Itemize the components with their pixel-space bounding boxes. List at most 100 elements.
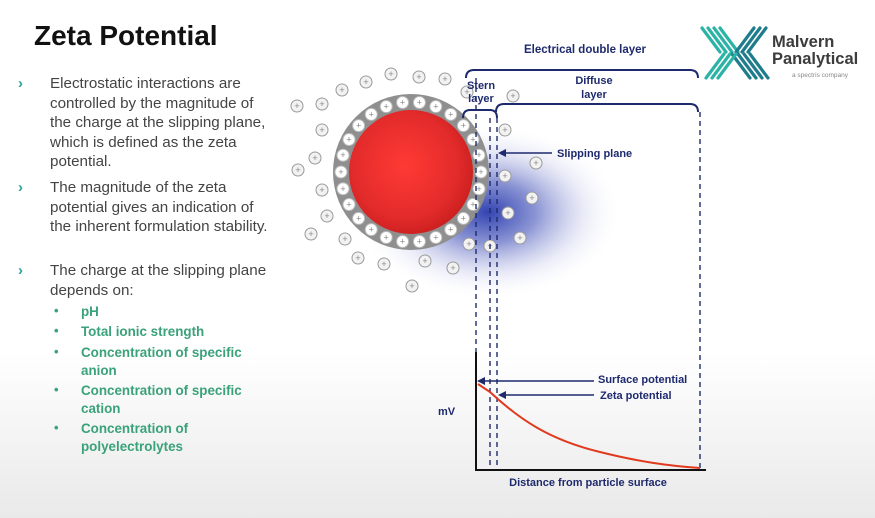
factor-dot-icon: •	[54, 303, 59, 318]
svg-text:+: +	[417, 98, 422, 108]
ion-icon: +	[405, 279, 419, 293]
factor-dot-icon: •	[54, 344, 59, 359]
logo-wordmark: Malvern Panalytical	[772, 34, 858, 68]
diffuse-layer-ions: + + + + + + + + + + + + + + + + + + + + + + + + + + + + +	[290, 67, 543, 293]
svg-text:+: +	[529, 193, 534, 203]
svg-text:+: +	[400, 98, 405, 108]
svg-text:+: +	[533, 158, 538, 168]
surface-arrowhead-icon	[477, 377, 485, 385]
svg-text:+: +	[363, 77, 368, 87]
svg-text:+: +	[470, 200, 475, 210]
logo-line-2: Panalytical	[772, 50, 859, 68]
svg-text:+: +	[381, 259, 386, 269]
svg-text:+: +	[461, 121, 466, 131]
bullet-text: Electrostatic interactions are controlle…	[50, 75, 266, 170]
svg-text:+: +	[356, 121, 361, 131]
svg-text:+: +	[464, 87, 469, 97]
svg-text:+: +	[384, 102, 389, 112]
y-axis-label: mV	[438, 406, 456, 418]
ion-icon: +	[364, 223, 378, 237]
factor-text: Concentration of polyelectrolytes	[81, 421, 189, 454]
ion-icon: +	[456, 119, 470, 133]
svg-text:+: +	[466, 239, 471, 249]
diffuse-layer-label-1: Diffuse	[575, 75, 612, 87]
svg-text:+: +	[319, 99, 324, 109]
svg-text:+: +	[461, 213, 466, 223]
svg-text:+: +	[442, 74, 447, 84]
svg-text:+: +	[338, 167, 343, 177]
svg-text:+: +	[294, 101, 299, 111]
svg-text:+: +	[517, 233, 522, 243]
ion-icon: +	[501, 206, 515, 220]
svg-text:+: +	[355, 253, 360, 263]
ion-icon: +	[379, 230, 393, 244]
svg-text:+: +	[416, 72, 421, 82]
svg-text:+: +	[502, 125, 507, 135]
ion-icon: +	[456, 211, 470, 225]
ion-icon: +	[513, 231, 527, 245]
factor-polyelectrolytes: • Concentration of polyelectrolytes	[54, 420, 269, 455]
slide-title: Zeta Potential	[34, 20, 218, 51]
zeta-potential-label: Zeta potential	[600, 390, 672, 402]
ion-icon: +	[336, 182, 350, 196]
ion-icon: +	[338, 232, 352, 246]
company-logo: Malvern Panalytical a spectris company	[700, 26, 870, 82]
svg-text:+: +	[369, 109, 374, 119]
bullet-stability: › The magnitude of the zeta potential gi…	[18, 178, 268, 237]
factor-dot-icon: •	[54, 382, 59, 397]
factor-text: Concentration of specific cation	[81, 383, 242, 416]
ion-icon: +	[396, 234, 410, 248]
ion-icon: +	[379, 100, 393, 114]
ion-icon: +	[291, 163, 305, 177]
svg-text:+: +	[356, 213, 361, 223]
stern-layer-brace	[462, 109, 498, 119]
svg-text:+: +	[312, 153, 317, 163]
svg-text:+: +	[340, 184, 345, 194]
ion-icon: +	[342, 198, 356, 212]
svg-text:+: +	[346, 134, 351, 144]
svg-text:+: +	[384, 232, 389, 242]
ion-icon: +	[351, 251, 365, 265]
potential-curve	[477, 383, 701, 469]
bullet-text: The magnitude of the zeta potential give…	[50, 179, 268, 235]
svg-text:+: +	[319, 185, 324, 195]
factor-text: pH	[81, 304, 99, 319]
ion-icon: +	[498, 123, 512, 137]
factor-ph: • pH	[54, 303, 269, 321]
svg-text:+: +	[478, 167, 483, 177]
ion-icon: +	[290, 99, 304, 113]
factor-anion: • Concentration of specific anion	[54, 344, 269, 379]
ion-icon: +	[308, 151, 322, 165]
ion-icon: +	[444, 223, 458, 237]
ion-icon: +	[412, 70, 426, 84]
ion-icon: +	[377, 257, 391, 271]
ion-icon: +	[335, 83, 349, 97]
svg-text:+: +	[319, 125, 324, 135]
svg-text:+: +	[342, 234, 347, 244]
logo-tagline: a spectris company	[792, 72, 848, 79]
slipping-plane-arrowhead-icon	[498, 149, 506, 157]
ion-icon: +	[466, 198, 480, 212]
stern-layer-label-2: layer	[468, 93, 494, 105]
factor-text: Total ionic strength	[81, 324, 205, 339]
slipping-plane-label: Slipping plane	[557, 148, 632, 160]
ion-icon: +	[364, 107, 378, 121]
factor-dot-icon: •	[54, 323, 59, 338]
bullet-electrostatic: › Electrostatic interactions are control…	[18, 74, 268, 172]
ion-icon: +	[384, 67, 398, 81]
svg-text:+: +	[448, 109, 453, 119]
bullet-text: The charge at the slipping plane depends…	[50, 262, 267, 299]
factor-dot-icon: •	[54, 420, 59, 435]
surface-potential-label: Surface potential	[598, 374, 687, 386]
ion-icon: +	[429, 230, 443, 244]
ion-icon: +	[498, 169, 512, 183]
ion-icon: +	[352, 119, 366, 133]
ion-icon: +	[472, 148, 486, 162]
bullet-chevron-icon: ›	[18, 179, 23, 196]
ion-icon: +	[474, 165, 488, 179]
ion-icon: +	[446, 261, 460, 275]
svg-text:+: +	[502, 171, 507, 181]
ion-icon: +	[429, 100, 443, 114]
ion-icon: +	[412, 234, 426, 248]
